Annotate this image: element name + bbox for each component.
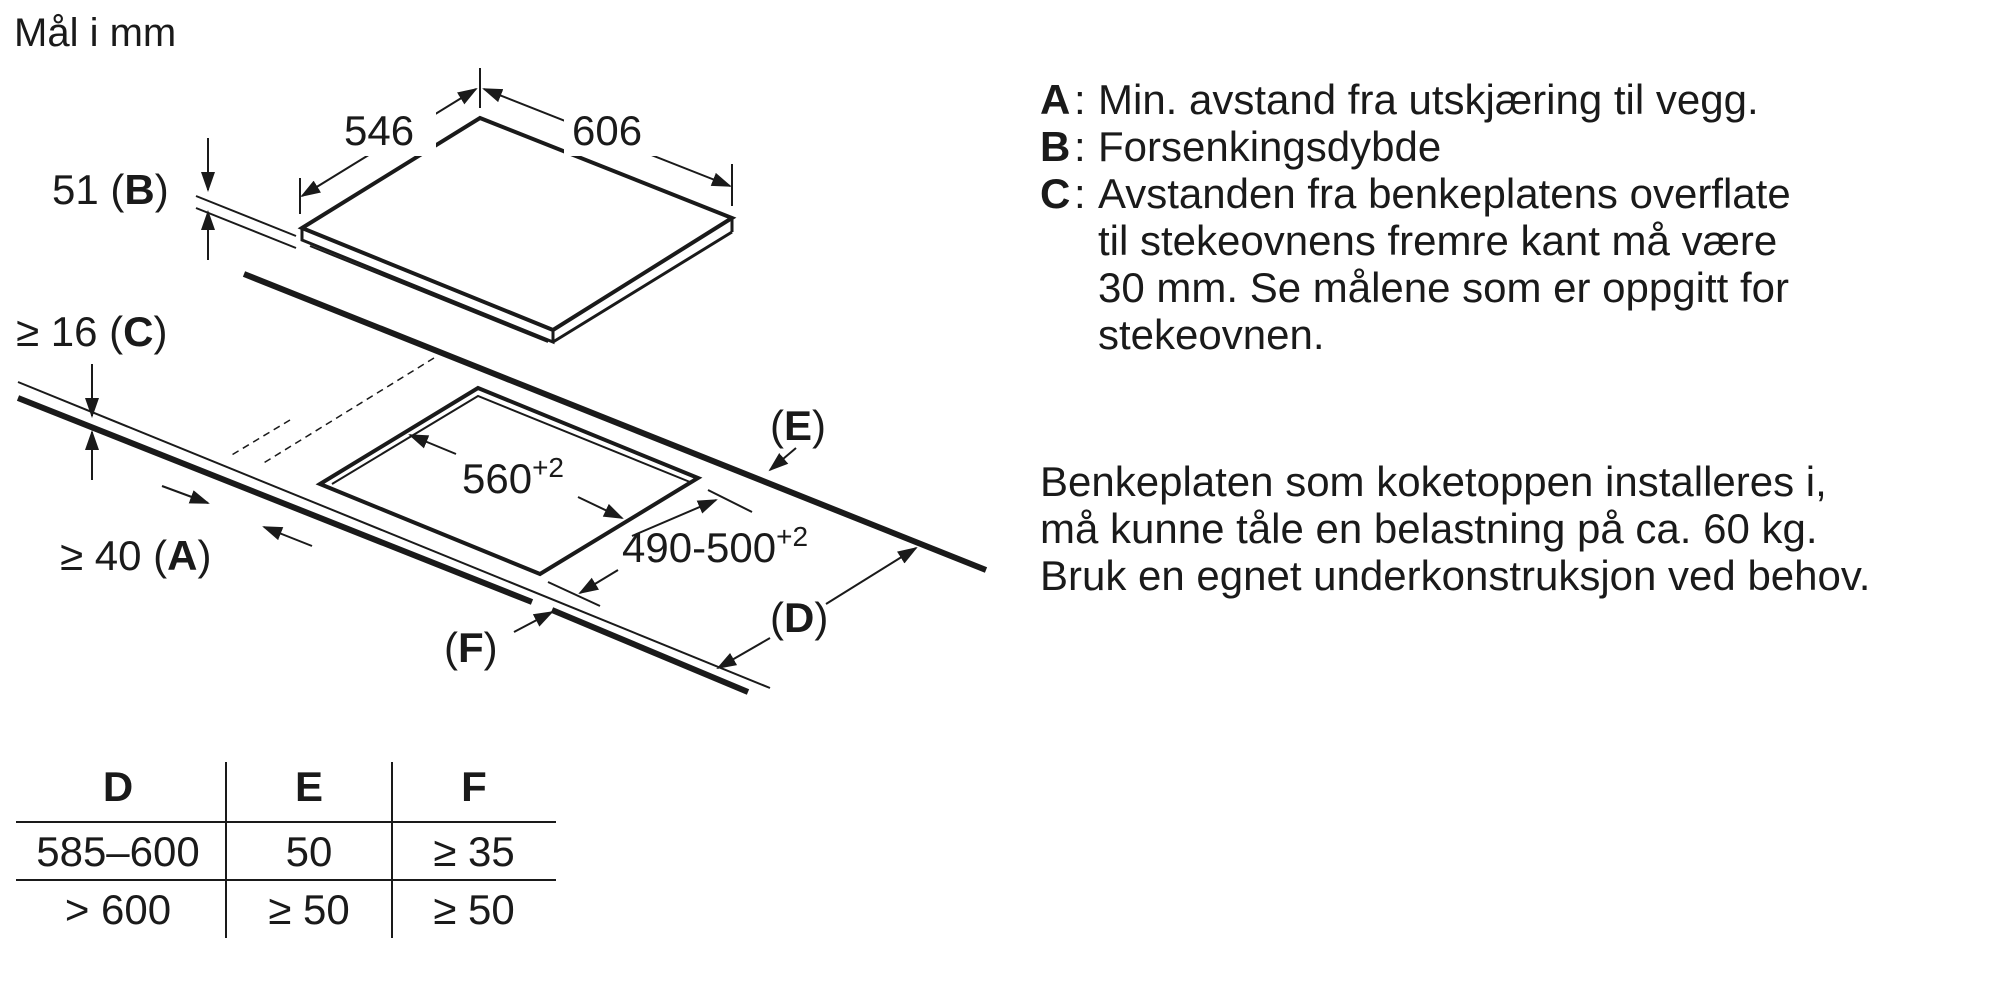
table-cell: ≥ 35: [433, 828, 514, 875]
legend-text: Forsenkingsdybde: [1098, 123, 1442, 170]
legend-item-a: A : Min. avstand fra utskjæring til vegg…: [1040, 76, 1759, 123]
cutout-depth-label: 490-500+2: [622, 521, 808, 571]
table-header-d: D: [103, 763, 133, 810]
a-dimension-label: ≥ 40 (A): [60, 532, 211, 579]
f-label: (F): [444, 624, 498, 671]
legend-key: C: [1040, 170, 1071, 217]
table-cell: ≥ 50: [433, 886, 514, 933]
hob-front-edge: [300, 228, 555, 345]
dimension-d: [716, 546, 918, 669]
dimension-table: D E F 585–600 50 ≥ 35 > 600 ≥ 50 ≥ 50: [16, 762, 556, 938]
f-arrow: [513, 611, 554, 633]
table-header-e: E: [295, 763, 323, 810]
hob-width-label: 606: [572, 107, 642, 154]
cutout-width-label: 560+2: [462, 452, 564, 502]
table-cell: > 600: [65, 886, 171, 933]
dimension-b: [195, 138, 297, 260]
table-cell: 50: [286, 828, 333, 875]
legend-text: Avstanden fra benkeplatens overflate til…: [1098, 170, 1791, 358]
cutout-depth-dimension: [547, 489, 753, 607]
countertop-cutout: [315, 385, 703, 577]
countertop-back-edge: [242, 271, 988, 573]
legend-key: B: [1040, 123, 1071, 170]
legend: A : Min. avstand fra utskjæring til vegg…: [1040, 76, 1791, 358]
legend-text: Min. avstand fra utskjæring til vegg.: [1098, 76, 1759, 123]
e-arrow: [768, 447, 797, 472]
hob-depth-label: 546: [344, 107, 414, 154]
legend-item-b: B : Forsenkingsdybde: [1040, 123, 1442, 170]
load-bearing-note: Benkeplaten som koketoppen installeres i…: [1040, 458, 1871, 599]
countertop-drawing: [16, 271, 988, 695]
table-cell: 585–600: [36, 828, 200, 875]
d-label: (D): [770, 594, 828, 641]
table-header-f: F: [461, 763, 487, 810]
dimension-a: [161, 485, 313, 547]
legend-item-c: C : Avstanden fra benkeplatens overflate…: [1040, 170, 1791, 358]
c-dimension-label: ≥ 16 (C): [16, 308, 167, 355]
countertop-front-edge: [16, 395, 534, 605]
legend-key: A: [1040, 76, 1071, 123]
table-cell: ≥ 50: [268, 886, 349, 933]
b-dimension-label: 51 (B): [52, 166, 169, 213]
unit-note: Mål i mm: [14, 11, 176, 55]
cutout-width-dimension: [408, 434, 624, 519]
e-label: (E): [770, 402, 826, 449]
